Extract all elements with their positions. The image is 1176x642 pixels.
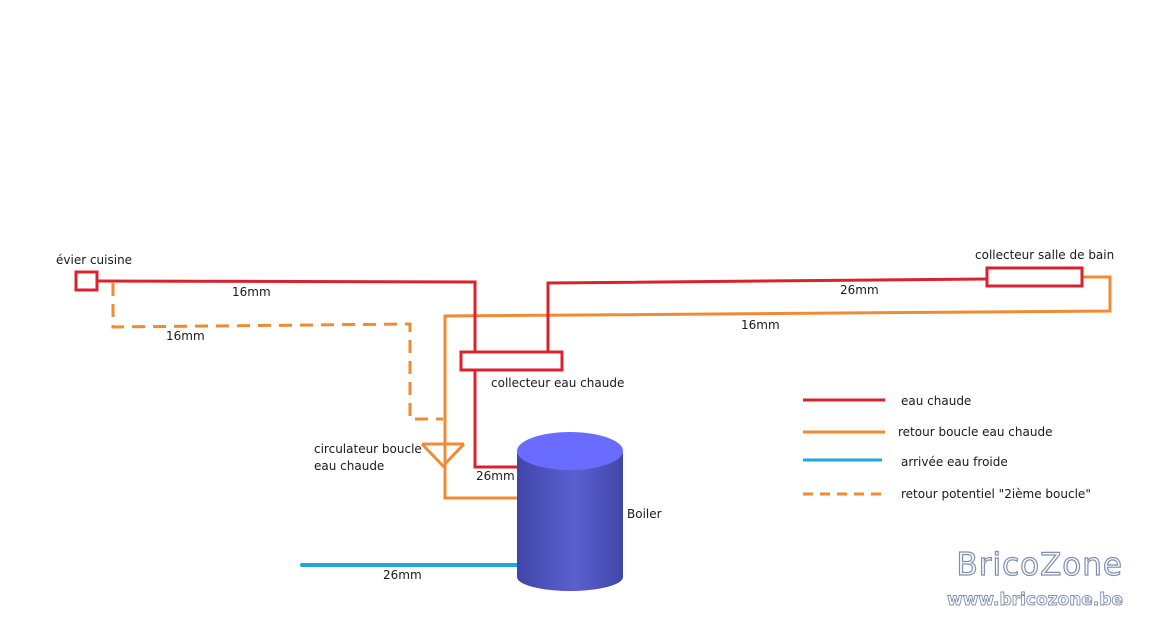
watermark-url: www.bricozone.be xyxy=(947,590,1123,610)
label-pipe-16-return: 16mm xyxy=(741,318,780,332)
label-circulator-line-1: circulateur boucle xyxy=(314,442,422,456)
legend: eau chaude retour boucle eau chaude arri… xyxy=(803,394,1091,501)
hot-water-pipes xyxy=(96,277,988,469)
legend-label: retour potentiel "2ième boucle" xyxy=(901,487,1091,501)
kitchen-sink-box xyxy=(74,270,99,292)
hot-line-bathroom xyxy=(546,277,988,352)
legend-item: retour boucle eau chaude xyxy=(803,425,1052,439)
watermark-logo: BricoZone www.bricozone.be xyxy=(947,546,1124,610)
label-pipe-26-boiler: 26mm xyxy=(476,469,515,483)
return-loop-pipe xyxy=(443,275,1112,500)
potential-return-line xyxy=(111,283,443,421)
legend-label: retour boucle eau chaude xyxy=(898,425,1052,439)
hot-line-boiler xyxy=(473,370,517,469)
hot-water-manifold-box xyxy=(459,350,564,372)
legend-label: arrivée eau froide xyxy=(901,455,1008,469)
circulator-pump-icon xyxy=(420,442,466,469)
label-bathroom-manifold: collecteur salle de bain xyxy=(975,248,1114,262)
label-pipe-16-dashed: 16mm xyxy=(166,329,205,343)
legend-item: retour potentiel "2ième boucle" xyxy=(803,487,1091,501)
label-pipe-26-cold: 26mm xyxy=(383,568,422,582)
boiler-body xyxy=(517,453,623,591)
watermark-brand: BricoZone xyxy=(956,547,1123,583)
label-circulator-line-2: eau chaude xyxy=(314,459,384,473)
legend-label: eau chaude xyxy=(901,394,971,408)
boiler-icon xyxy=(517,432,623,591)
label-pipe-16-top: 16mm xyxy=(232,285,271,299)
label-boiler: Boiler xyxy=(627,507,662,521)
bathroom-manifold-box xyxy=(985,266,1084,288)
potential-return-pipe xyxy=(111,283,443,421)
legend-item: eau chaude xyxy=(803,394,971,408)
circulator-triangle xyxy=(420,442,466,469)
label-pipe-26-bathroom: 26mm xyxy=(840,283,879,297)
hot-line-kitchen xyxy=(96,279,477,352)
return-loop-line xyxy=(443,275,1112,500)
boiler-top xyxy=(517,432,623,470)
legend-item: arrivée eau froide xyxy=(803,455,1008,469)
label-hot-water-manifold: collecteur eau chaude xyxy=(491,376,624,390)
label-kitchen-sink: évier cuisine xyxy=(56,253,132,267)
